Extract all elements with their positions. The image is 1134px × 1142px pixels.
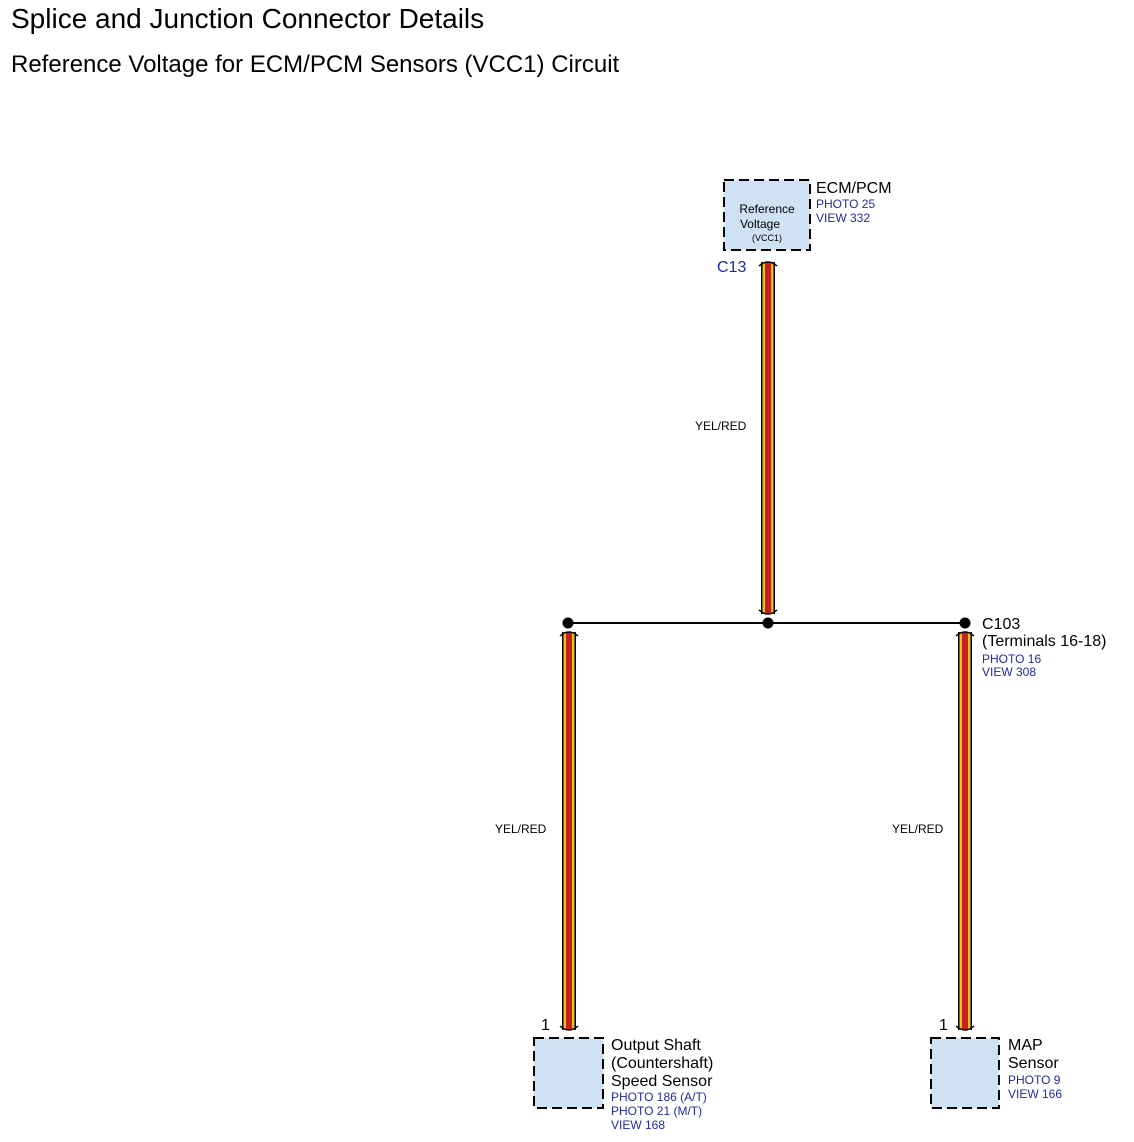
connector-c13-label: C13 [717, 259, 746, 276]
junction-view-ref[interactable]: VIEW 308 [982, 665, 1036, 679]
wire-top-color-label: YEL/RED [695, 419, 747, 433]
splice-point-right [959, 617, 971, 629]
map-sensor-pin-label: 1 [939, 1017, 948, 1034]
map-sensor-line1: MAP [1008, 1037, 1043, 1054]
page-subtitle: Reference Voltage for ECM/PCM Sensors (V… [11, 51, 620, 78]
output-sensor-view-ref[interactable]: VIEW 168 [611, 1118, 665, 1132]
wire-right [955, 631, 975, 1031]
wire-top [758, 261, 778, 615]
ecm-pcm-box[interactable] [723, 179, 811, 251]
ecm-box-line2: Voltage [740, 217, 780, 231]
wire-right-color-label: YEL/RED [892, 822, 944, 836]
output-sensor-line3: Speed Sensor [611, 1073, 713, 1090]
ecm-view-ref[interactable]: VIEW 332 [816, 211, 870, 225]
page-title: Splice and Junction Connector Details [11, 3, 485, 34]
output-sensor-photo-mt[interactable]: PHOTO 21 (M/T) [611, 1104, 702, 1118]
map-sensor-box[interactable] [930, 1037, 1000, 1109]
output-sensor-line2: (Countershaft) [611, 1055, 713, 1072]
splice-point-center [762, 617, 774, 629]
ecm-box-line1: Reference [739, 202, 795, 216]
output-shaft-sensor-box[interactable] [533, 1037, 604, 1109]
wire-left [559, 631, 579, 1031]
map-sensor-view-ref[interactable]: VIEW 166 [1008, 1087, 1062, 1101]
ecm-box-line3: (VCC1) [752, 233, 782, 243]
junction-terminals-label: (Terminals 16-18) [982, 633, 1106, 650]
ecm-photo-ref[interactable]: PHOTO 25 [816, 197, 875, 211]
splice-point-left [562, 617, 574, 629]
output-sensor-line1: Output Shaft [611, 1037, 701, 1054]
ecm-pcm-label: ECM/PCM [816, 180, 892, 197]
map-sensor-photo-ref[interactable]: PHOTO 9 [1008, 1073, 1061, 1087]
junction-photo-ref[interactable]: PHOTO 16 [982, 652, 1041, 666]
wire-left-color-label: YEL/RED [495, 822, 547, 836]
ecm-pcm-component[interactable]: Reference Voltage (VCC1) [723, 179, 811, 251]
output-sensor-pin-label: 1 [541, 1017, 550, 1034]
junction-c103-label: C103 [982, 616, 1020, 633]
output-sensor-photo-at[interactable]: PHOTO 186 (A/T) [611, 1090, 707, 1104]
map-sensor-line2: Sensor [1008, 1055, 1059, 1072]
